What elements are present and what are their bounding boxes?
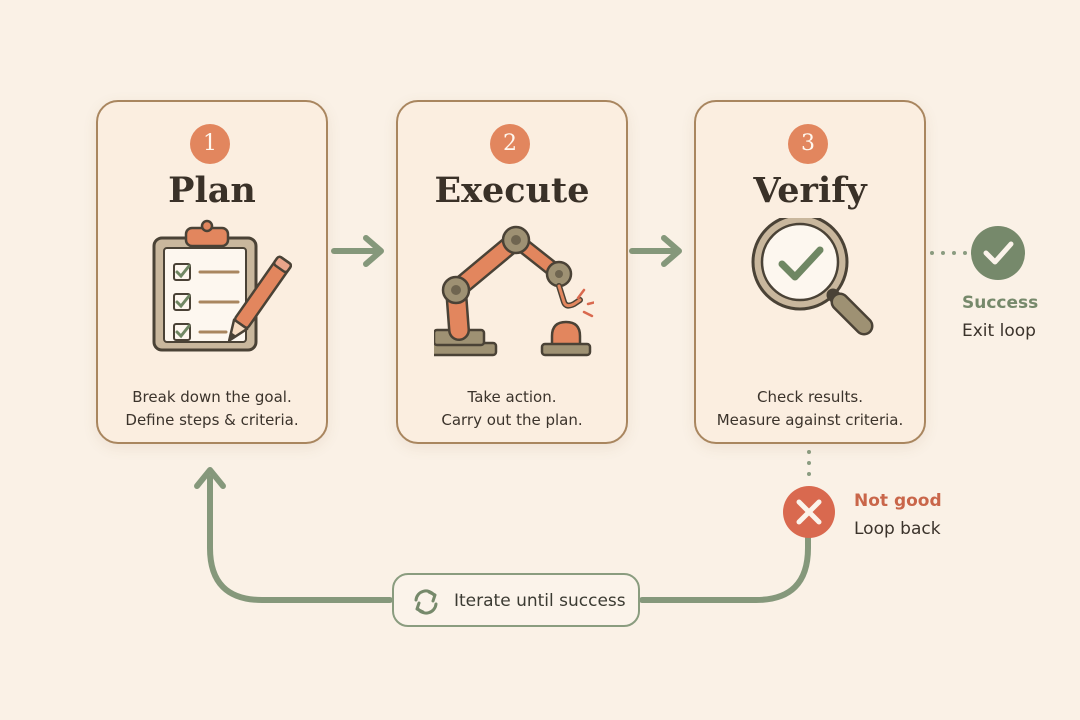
arrow-execute-to-verify (629, 235, 682, 267)
clipboard-checklist-icon (152, 219, 293, 352)
step-number-badge: 2 (490, 124, 530, 164)
loop-back-arrowhead (194, 467, 226, 489)
step-description-line: Check results. (757, 388, 863, 406)
magnifier-check-icon (751, 218, 874, 336)
loop-label: Iterate until success (454, 591, 626, 611)
success-label: Success Exit loop (962, 289, 1038, 345)
step-number-badge: 1 (190, 124, 230, 164)
arrow-plan-to-execute (331, 235, 384, 267)
success-subtitle: Exit loop (962, 321, 1036, 341)
step-card-verify: 3 Verify Check results. Measure against … (694, 100, 926, 444)
step-number-badge: 3 (788, 124, 828, 164)
step-card-execute: 2 Execute Take action. Carry out the pla… (396, 100, 628, 444)
refresh-icon (414, 589, 438, 615)
loop-pill: Iterate until success (392, 573, 640, 627)
success-title: Success (962, 293, 1039, 313)
loop-back-path (207, 475, 811, 603)
failure-label: Not good Loop back (854, 487, 942, 543)
step-description-line: Carry out the plan. (441, 411, 583, 429)
step-title: Plan (168, 170, 256, 211)
step-description-line: Measure against criteria. (716, 411, 904, 429)
check-circle-icon (971, 226, 1025, 280)
step-title: Verify (753, 170, 867, 211)
robot-arm-icon (434, 225, 594, 357)
step-description-line: Define steps & criteria. (125, 411, 299, 429)
step-card-plan: 1 Plan Break down the goal. Define steps… (96, 100, 328, 444)
failure-title: Not good (854, 491, 942, 511)
step-description-line: Break down the goal. (132, 388, 292, 406)
step-description: Check results. Measure against criteria. (696, 386, 924, 432)
step-description: Break down the goal. Define steps & crit… (98, 386, 326, 432)
failure-subtitle: Loop back (854, 519, 941, 539)
x-circle-icon (783, 486, 835, 538)
step-title: Execute (434, 170, 590, 211)
step-description-line: Take action. (467, 388, 557, 406)
step-description: Take action. Carry out the plan. (398, 386, 626, 432)
